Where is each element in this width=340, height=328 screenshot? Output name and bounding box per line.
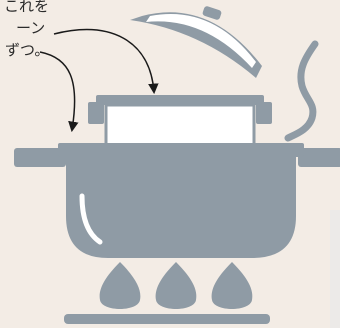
pot-shine [79, 193, 103, 245]
caption-line-1: これを [4, 0, 50, 15]
gas-flames [64, 262, 270, 324]
flame-icon [211, 262, 253, 309]
flame-icon [155, 262, 197, 309]
caption-line-2: ーン [16, 19, 46, 37]
caption-text: これを ーン ずつ。 [0, 0, 49, 61]
pot-handle-left [14, 148, 66, 167]
pot-body [58, 143, 304, 258]
arrow-to-pot [39, 51, 79, 133]
pot-handle-right [298, 148, 340, 167]
caption-line-3: ずつ。 [5, 41, 50, 59]
flame-icon [99, 262, 141, 309]
arrow-to-insert [53, 28, 159, 95]
paper-sheet [330, 210, 340, 328]
steamer-insert [88, 95, 272, 147]
pot-lid [130, 6, 262, 78]
steam-icon [284, 40, 319, 142]
burner-base [64, 314, 270, 324]
